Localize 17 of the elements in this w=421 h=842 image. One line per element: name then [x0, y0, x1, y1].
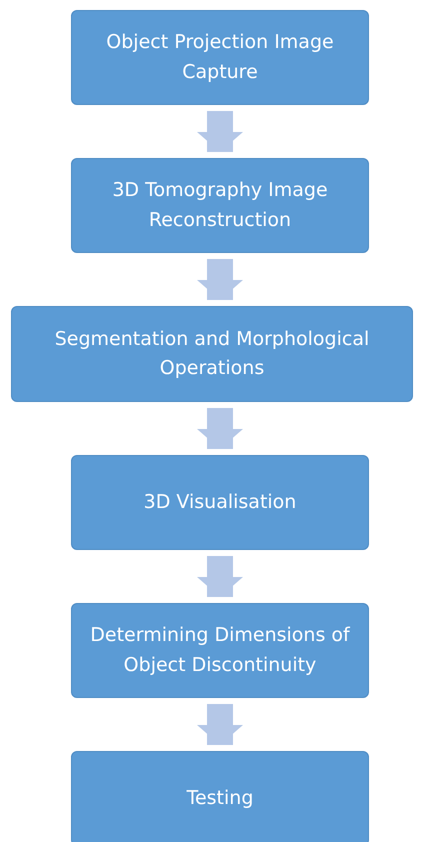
- step-label: Object Projection Image Capture: [105, 30, 335, 84]
- step-label: Testing: [186, 786, 254, 811]
- step-label: 3D Tomography Image Reconstruction: [111, 178, 329, 232]
- process-box: [71, 751, 369, 842]
- process-box: [11, 306, 413, 402]
- down-arrow: [197, 556, 243, 597]
- down-arrow: [197, 111, 243, 152]
- step-label: 3D Visualisation: [144, 490, 296, 515]
- down-arrow: [197, 259, 243, 300]
- process-box: [71, 455, 369, 550]
- process-box: [71, 10, 369, 105]
- process-box: [71, 158, 369, 253]
- step-label: Determining Dimensions of Object Discontinuity: [89, 623, 351, 678]
- step-label: Segmentation and Morphological Operations: [54, 326, 370, 381]
- down-arrow: [197, 704, 243, 745]
- process-box: [71, 603, 369, 698]
- down-arrow: [197, 408, 243, 449]
